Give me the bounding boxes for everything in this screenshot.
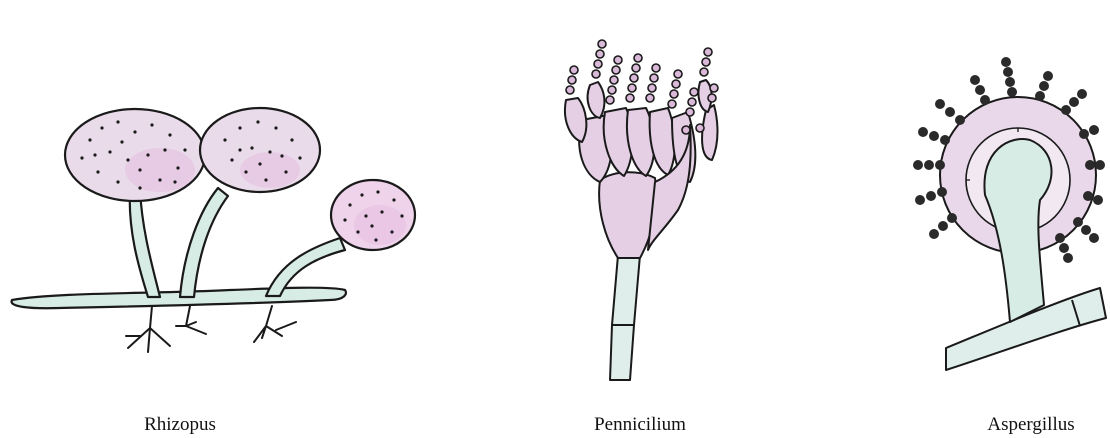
caption-rhizopus: Rhizopus: [144, 414, 216, 436]
caption-penicillium: Pennicilium: [594, 414, 686, 436]
caption-aspergillus: Aspergillus: [987, 414, 1074, 436]
